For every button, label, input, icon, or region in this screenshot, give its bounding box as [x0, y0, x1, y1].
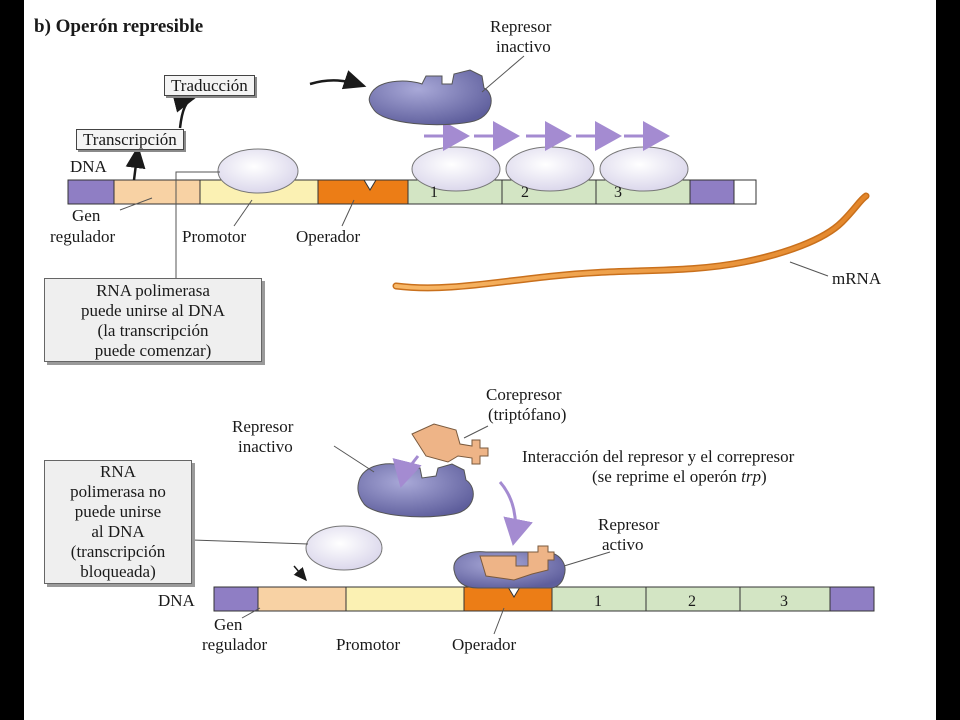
bottom-note-line-6: bloqueada) — [80, 562, 156, 581]
interaction-line1: Interacción del represor y el correpreso… — [522, 447, 795, 466]
bottom-note-line-5: (transcripción — [70, 542, 166, 561]
translation-box: Traducción — [164, 75, 255, 96]
slide: b) Operón represible DNA 1 2 3 — [24, 0, 936, 720]
activation-arrow — [498, 481, 533, 546]
bottom-gene-number-1: 1 — [594, 593, 602, 610]
title: b) Operón represible — [34, 16, 203, 37]
bottom-note-leader — [191, 539, 309, 545]
top-polymerase-gene-2 — [505, 146, 595, 192]
top-gene-number-1: 1 — [430, 184, 438, 201]
bottom-promotor-label: Promotor — [336, 635, 401, 654]
active-repressor-leader — [563, 551, 611, 567]
mrna-leader — [789, 261, 829, 277]
bottom-gene-number-3: 3 — [780, 593, 788, 610]
top-dna-label: DNA — [70, 157, 108, 176]
bottom-gen-regulador-line2: regulador — [202, 635, 267, 654]
top-promotor-label: Promotor — [182, 227, 247, 246]
top-note-line-2: puede unirse al DNA — [81, 301, 225, 320]
top-polymerase-note: RNA polimerasa puede unirse al DNA (la t… — [44, 278, 262, 362]
operon-diagram: b) Operón represible DNA 1 2 3 — [34, 16, 882, 654]
top-repressor-label-line1: Represor — [490, 17, 552, 36]
bottom-operador-label: Operador — [452, 635, 517, 654]
top-operador-leader — [341, 199, 355, 227]
bottom-inactive-repressor-line1: Represor — [232, 417, 294, 436]
bottom-gen-regulador-line1: Gen — [214, 615, 243, 634]
bottom-note-line-4: al DNA — [91, 522, 145, 541]
active-repressor-label-line1: Represor — [598, 515, 660, 534]
corepressor-label-line1: Corepresor — [486, 385, 562, 404]
bottom-polymerase-blocked — [305, 525, 383, 571]
repressor-production-arrow — [309, 70, 367, 90]
corepressor-binding-arrow — [392, 455, 422, 488]
bottom-dna-label: DNA — [158, 591, 196, 610]
active-repressor-label-line2: activo — [602, 535, 644, 554]
mrna-strand — [392, 192, 870, 292]
bottom-gen-regulador-segment — [257, 586, 347, 612]
top-operador-segment — [317, 179, 409, 205]
transcription-arrow — [125, 145, 146, 181]
bottom-dna-end-left — [213, 586, 259, 612]
active-repressor-corepressor — [479, 545, 555, 581]
bottom-note-line-1: RNA — [100, 462, 136, 481]
top-gen-regulador-line2: regulador — [50, 227, 115, 246]
bottom-operador-leader — [493, 607, 505, 635]
bottom-gene-1-segment — [551, 586, 647, 612]
top-gene-number-2: 2 — [521, 184, 529, 201]
corepressor-label-line2: (triptófano) — [488, 405, 566, 424]
top-note-line-1: RNA polimerasa — [96, 281, 210, 300]
top-dna-end-left — [67, 179, 115, 205]
top-note-leader — [175, 171, 220, 278]
top-note-line-4: puede comenzar) — [94, 341, 212, 360]
top-repressor-leader — [481, 55, 525, 93]
bottom-note-line-3: puede unirse — [74, 502, 162, 521]
bottom-gen-regulador-leader — [241, 607, 261, 619]
bottom-dna-end-right — [829, 586, 875, 612]
bottom-dna-strand — [213, 586, 875, 612]
bottom-gene-3-segment — [739, 586, 831, 612]
mrna-label: mRNA — [832, 269, 882, 288]
top-repressor-label-line2: inactivo — [496, 37, 551, 56]
top-inactive-repressor — [368, 69, 492, 126]
top-operador-label: Operador — [296, 227, 361, 246]
bottom-operador-segment — [463, 586, 553, 612]
interaction-line2: (se reprime el operón trp) — [592, 467, 767, 486]
bottom-gene-number-2: 2 — [688, 593, 696, 610]
top-gene-number-3: 3 — [614, 184, 622, 201]
top-polymerase-promotor — [217, 148, 299, 194]
top-gen-regulador-leader — [119, 197, 153, 211]
top-promotor-leader — [233, 199, 253, 227]
translation-arrow — [172, 93, 197, 129]
bottom-promotor-segment — [345, 586, 465, 612]
bottom-blocked-arrow — [293, 565, 307, 582]
top-note-line-3: (la transcripción — [97, 321, 209, 340]
corepressor-leader — [463, 425, 489, 439]
top-polymerase-gene-1 — [411, 146, 501, 192]
bottom-inactive-repressor-line2: inactivo — [238, 437, 293, 456]
bottom-polymerase-note: RNA polimerasa no puede unirse al DNA (t… — [44, 460, 192, 584]
bottom-note-line-2: polimerasa no — [70, 482, 166, 501]
transcription-box: Transcripción — [76, 129, 184, 150]
bottom-inactive-repressor-leader — [333, 445, 375, 473]
top-dna-end-right — [689, 179, 735, 205]
corepressor-molecule — [411, 423, 489, 465]
bottom-inactive-repressor — [357, 463, 474, 518]
top-gen-regulador-segment — [113, 179, 201, 205]
top-gen-regulador-line1: Gen — [72, 206, 101, 225]
